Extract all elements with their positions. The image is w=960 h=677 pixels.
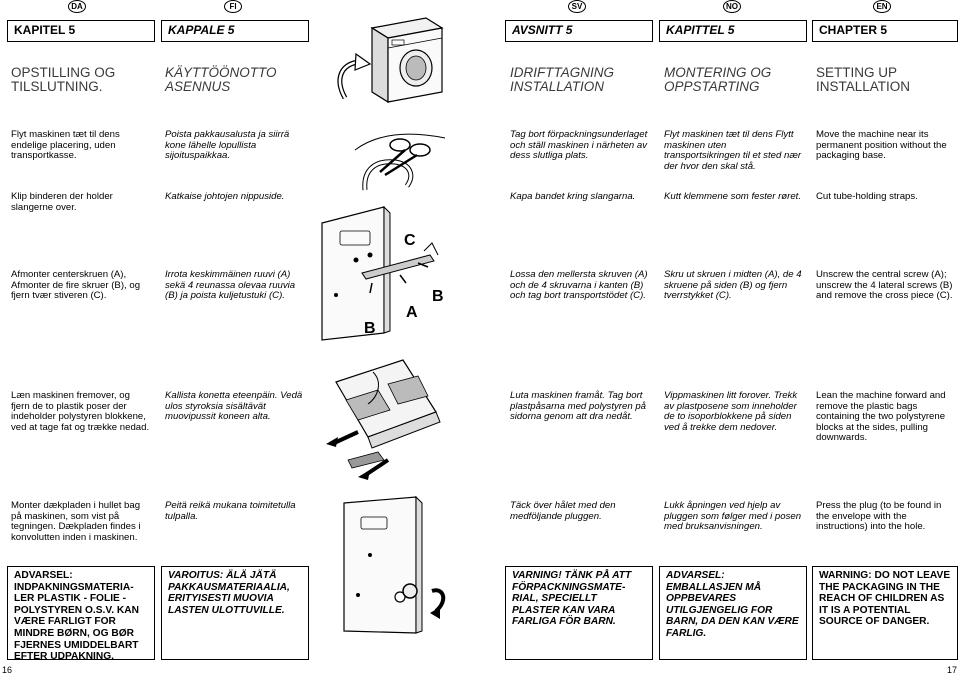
step5-en: Press the plug (to be found in the envel… [816, 500, 942, 532]
step5-no: Lukk åpningen ved hjelp av pluggen som f… [664, 500, 802, 532]
step2-no: Kutt klemmene som fester røret. [664, 191, 802, 202]
label-b-left: B [364, 320, 376, 337]
label-c: C [404, 232, 416, 249]
label-a: A [406, 304, 418, 321]
language-badge-en: EN [873, 0, 891, 13]
chapter-header-en: CHAPTER 5 [812, 20, 958, 42]
step2-da: Klip binderen der holder slangerne over. [11, 191, 113, 213]
step3-fi: Irrota keskimmäinen ruuvi (A) sekä 4 reu… [165, 269, 296, 301]
back-panel-screws-illustration: C A B B [321, 205, 444, 341]
scissors-cutting-illustration [354, 133, 446, 191]
page-number-right: 17 [946, 665, 957, 675]
label-b-right: B [432, 288, 444, 305]
washing-machine-illustration [337, 17, 444, 104]
warning-box-no: ADVARSEL: EMBALLASJEN MÅ OPPBEVARES UTIL… [659, 566, 807, 660]
step5-sv: Täck över hålet med den medföljande plug… [510, 500, 616, 522]
warning-box-fi: VAROITUS: ÄLÄ JÄTÄ PAKKAUSMATERIAALIA, E… [161, 566, 309, 660]
tilted-machine-bags-illustration [326, 359, 441, 480]
step3-en: Unscrew the central screw (A); unscrew t… [816, 269, 953, 301]
step1-no: Flyt maskinen tæt til dens Flytt maskine… [664, 129, 802, 172]
step2-en: Cut tube-holding straps. [816, 191, 918, 202]
step3-sv: Lossa den mellersta skruven (A) och de 4… [510, 269, 648, 301]
step4-en: Lean the machine forward and remove the … [816, 390, 946, 443]
step5-da: Monter dækpladen i hullet bag på maskine… [11, 500, 141, 543]
chapter-header-da: KAPITEL 5 [7, 20, 155, 42]
step4-da: Læn maskinen fremover, og fjern de to pl… [11, 390, 150, 433]
step4-fi: Kallista konetta eteenpäin. Vedä ulos st… [165, 390, 303, 422]
step3-da: Afmonter centerskruen (A), Afmonter de f… [11, 269, 141, 301]
step2-sv: Kapa bandet kring slangarna. [510, 191, 636, 202]
step1-fi: Poista pakkausalusta ja siirrä kone lähe… [165, 129, 290, 161]
page-number-left: 16 [2, 665, 13, 675]
section-title-fi: KÄYTTÖÖNOTTO ASENNUS [165, 65, 277, 94]
step1-da: Flyt maskinen tæt til dens endelige plac… [11, 129, 120, 161]
section-title-da: OPSTILLING OG TILSLUTNING. [11, 65, 116, 94]
step1-sv: Tag bort förpackningsunderlaget och stäl… [510, 129, 648, 161]
step5-fi: Peitä reikä mukana toimitetulla tulpalla… [165, 500, 296, 522]
warning-box-da: ADVARSEL: INDPAKNINGSMATERIA-LER PLASTIK… [7, 566, 155, 663]
language-badge-sv: SV [568, 0, 586, 13]
plug-insert-illustration [343, 495, 446, 634]
section-title-sv: IDRIFTTAGNING INSTALLATION [510, 65, 614, 94]
warning-text-sv: VARNING! TÄNK PÅ ATT FÖRPACKNINGSMATE-RI… [512, 570, 632, 628]
warning-text-da: ADVARSEL: INDPAKNINGSMATERIA-LER PLASTIK… [14, 570, 139, 663]
chapter-header-no: KAPITTEL 5 [659, 20, 807, 42]
warning-box-en: WARNING: DO NOT LEAVE THE PACKAGING IN T… [812, 566, 958, 660]
warning-text-fi: VAROITUS: ÄLÄ JÄTÄ PAKKAUSMATERIAALIA, E… [168, 570, 290, 616]
warning-box-sv: VARNING! TÄNK PÅ ATT FÖRPACKNINGSMATE-RI… [505, 566, 653, 660]
warning-text-en: WARNING: DO NOT LEAVE THE PACKAGING IN T… [819, 570, 951, 628]
step4-no: Vippmaskinen litt forover. Trekk av plas… [664, 390, 798, 433]
step3-no: Skru ut skruen i midten (A), de 4 skruen… [664, 269, 802, 301]
language-badge-da: DA [68, 0, 86, 13]
step2-fi: Katkaise johtojen nippuside. [165, 191, 285, 202]
chapter-header-sv: AVSNITT 5 [505, 20, 653, 42]
step1-en: Move the machine near its permanent posi… [816, 129, 947, 161]
chapter-header-fi: KAPPALE 5 [161, 20, 309, 42]
warning-text-no: ADVARSEL: EMBALLASJEN MÅ OPPBEVARES UTIL… [666, 570, 799, 639]
language-badge-no: NO [723, 0, 741, 13]
language-badge-fi: FI [224, 0, 242, 13]
step4-sv: Luta maskinen framåt. Tag bort plastpåsa… [510, 390, 646, 422]
section-title-en: SETTING UP INSTALLATION [816, 65, 911, 94]
section-title-no: MONTERING OG OPPSTARTING [664, 65, 772, 94]
